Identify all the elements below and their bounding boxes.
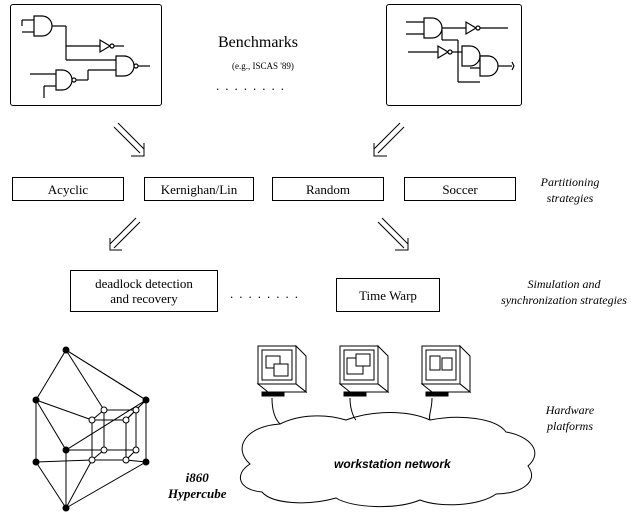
- workstation-2: [338, 344, 390, 397]
- workstation-1: [256, 344, 308, 397]
- network-label: workstation network: [334, 457, 451, 471]
- sim-box-deadlock-line2: and recovery: [110, 291, 178, 306]
- hypercube-drawing: [35, 349, 147, 509]
- right-circuit-drawing: [406, 17, 515, 83]
- partition-box-soccer: Soccer: [404, 177, 516, 201]
- hardware-side-label-line1: Hardware: [545, 403, 595, 417]
- benchmarks-subtitle: (e.g., ISCAS '89): [232, 61, 294, 71]
- hypercube-label-line2: Hypercube: [168, 486, 227, 501]
- partitioning-side-label: Partitioning strategies: [534, 174, 606, 206]
- left-circuit-drawing: [21, 15, 150, 98]
- left-benchmark-circuit: [10, 4, 162, 106]
- network-wires: [271, 397, 433, 425]
- double-arrows: [109, 122, 409, 251]
- simulation-side-label-line2: synchronization strategies: [501, 293, 627, 307]
- benchmarks-dots: ........: [216, 78, 290, 93]
- benchmarks-title: Benchmarks: [218, 34, 298, 51]
- partition-box-random: Random: [272, 177, 384, 201]
- partition-box-kernighan-lin: Kernighan/Lin: [144, 177, 254, 201]
- simulation-side-label-line1: Simulation and: [527, 277, 601, 291]
- network-cloud: [239, 412, 536, 507]
- right-benchmark-circuit: [386, 4, 522, 106]
- hypercube-nodes: [32, 346, 150, 512]
- sim-box-deadlock-line1: deadlock detection: [95, 276, 193, 291]
- sim-box-deadlock: deadlock detection and recovery: [70, 270, 218, 312]
- hypercube-label-line1: i860: [185, 470, 209, 485]
- partitioning-side-label-line2: strategies: [546, 191, 594, 205]
- simulation-dots: ........: [230, 286, 304, 301]
- partitioning-side-label-line1: Partitioning: [540, 175, 600, 189]
- hardware-side-label: Hardware platforms: [540, 402, 600, 434]
- partition-box-acyclic: Acyclic: [12, 177, 124, 201]
- hardware-side-label-line2: platforms: [546, 419, 593, 433]
- workstation-3: [420, 344, 472, 397]
- hypercube-label: i860 Hypercube: [168, 470, 226, 502]
- simulation-side-label: Simulation and synchronization strategie…: [494, 276, 634, 308]
- sim-box-time-warp: Time Warp: [336, 278, 440, 312]
